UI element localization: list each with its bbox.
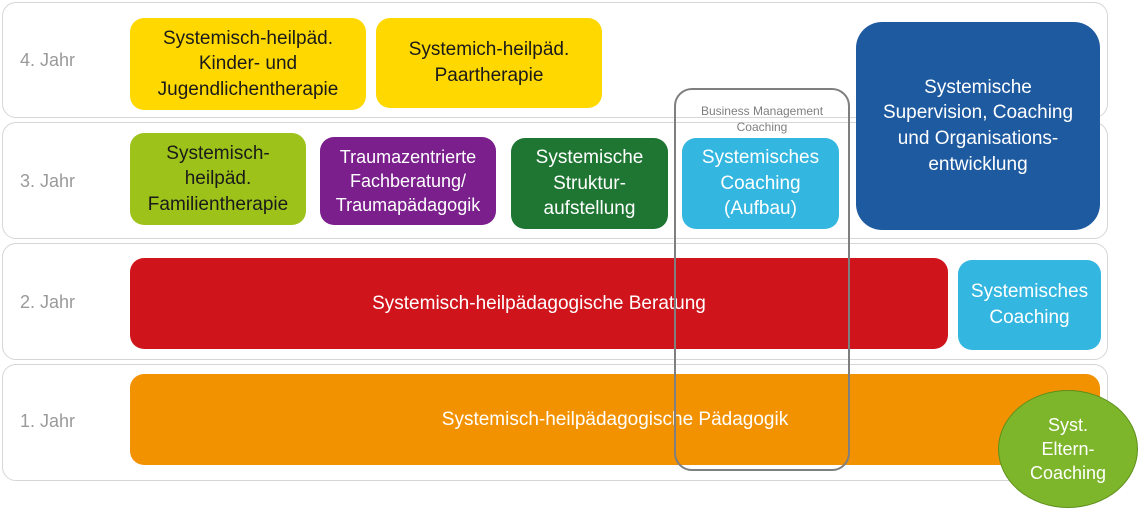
row-label-year-1: 1. Jahr	[20, 411, 76, 431]
module-systemisches-coaching: Systemisches Coaching	[958, 260, 1101, 350]
module-supervision-coaching-organisationsentwicklung: Systemische Supervision, Coaching und Or…	[856, 22, 1100, 230]
row-label-year-2: 2. Jahr	[20, 292, 76, 312]
module-traumapaedagogik: Traumazentrierte Fachberatung/ Traumapäd…	[320, 137, 496, 225]
business-management-coaching-frame	[674, 88, 850, 471]
module-systemisches-coaching-aufbau: Systemisches Coaching (Aufbau)	[682, 138, 839, 229]
module-paartherapie: Systemich-heilpäd. Paartherapie	[376, 18, 602, 108]
module-heilpaedagogische-paedagogik: Systemisch-heilpädagogische Pädagogik	[130, 374, 1100, 465]
row-label-year-4: 4. Jahr	[20, 50, 76, 70]
module-kinder-jugendlichentherapie: Systemisch-heilpäd. Kinder- und Jugendli…	[130, 18, 366, 110]
module-heilpaedagogische-beratung: Systemisch-heilpädagogische Beratung	[130, 258, 948, 349]
row-label-year-3: 3. Jahr	[20, 171, 76, 191]
module-eltern-coaching: Syst. Eltern- Coaching	[998, 390, 1138, 508]
business-management-coaching-label: Business Management Coaching	[700, 104, 824, 135]
module-familientherapie: Systemisch- heilpäd. Familientherapie	[130, 133, 306, 225]
module-strukturaufstellung: Systemische Struktur- aufstellung	[511, 138, 668, 229]
